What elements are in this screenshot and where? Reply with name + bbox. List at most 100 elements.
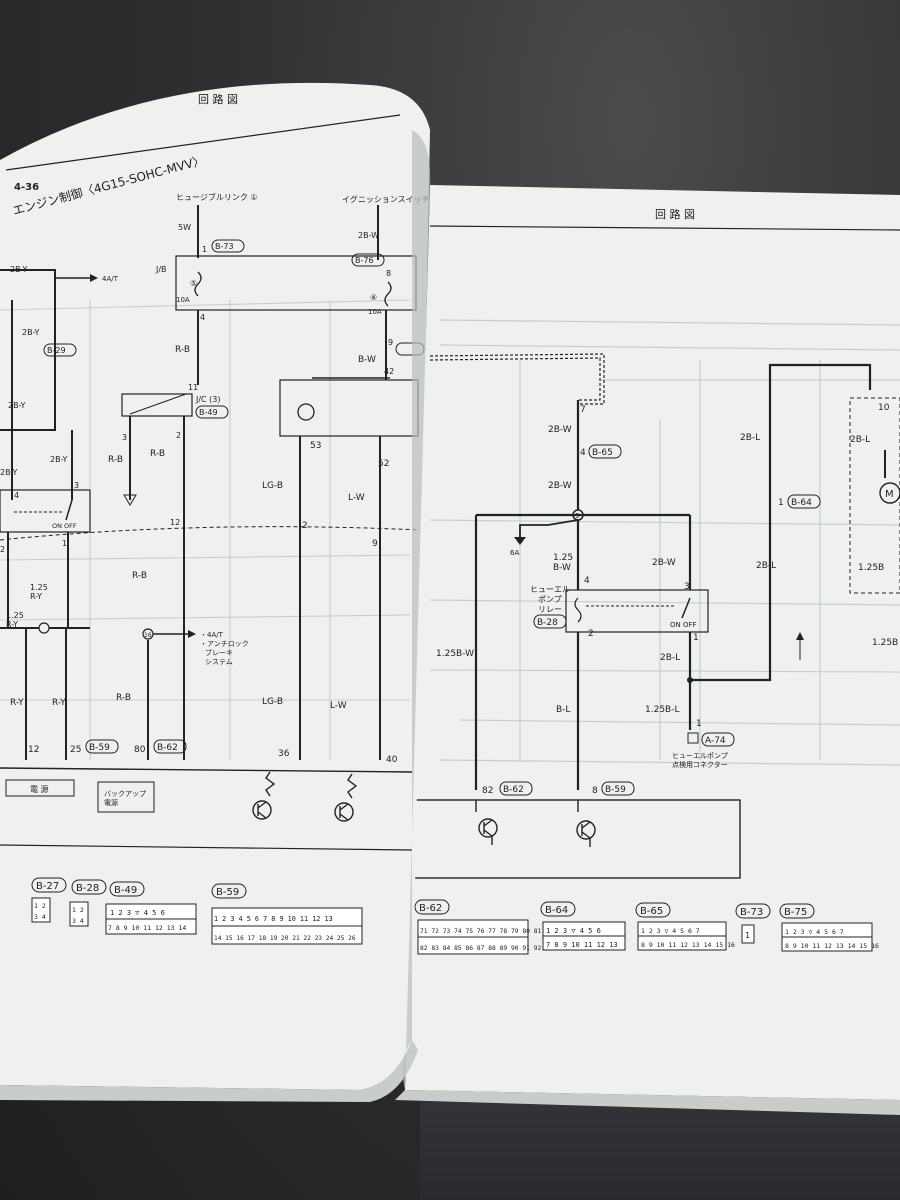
power-box-label: 電 源 [30,785,49,794]
arrow-up-head [796,632,804,640]
svg-text:B-59: B-59 [216,887,239,898]
svg-text:1 2 3 ▽ 4 5 6: 1 2 3 ▽ 4 5 6 [546,927,601,935]
transistor-icon-left-2 [334,773,358,822]
right-header: 回 路 図 [655,208,695,221]
connector-b59-left-label: B-59 [89,743,110,753]
jc-pin-3: 3 [122,433,127,442]
fuse-10a-label-b: 10A [368,308,382,316]
ghost-print-through-left [0,299,411,760]
arrow-down-icon-a [123,494,137,506]
connector-b59-right-label: B-59 [605,785,626,795]
pin-40: 40 [386,755,398,765]
main-relay-box [0,489,91,533]
pin-53: 53 [310,441,321,451]
connector-tag-b73 [211,239,245,253]
connector-b64-label: B-64 [791,498,812,508]
jb-label: J/B [155,265,167,274]
connector-diagram-b65: B-65 1 2 3 ▽ 4 5 6 7 8 9 10 11 12 13 14 … [635,902,735,951]
wire-label-2bl-upper: 2B-L [740,433,760,443]
wire-label-2bw-ign: 2B-W [358,231,379,240]
check-connector-pin-1: 1 [696,719,702,729]
fuse-dashed-loop-outer [429,353,605,405]
branch-label-abs: ・4A/T・アンチロックブレーキシステム [200,631,249,666]
arrow-right-icon-b [188,630,196,638]
fuel-pump-relay-box [565,589,709,633]
connector-b73-label: B-73 [215,242,234,251]
junction-16-label: 16 [144,632,152,639]
fuse-dashed-loop [429,357,601,401]
fuse-number-4: ④ [370,293,377,302]
connector-diagram-b73: B-73 1 [735,903,771,944]
svg-text:82 83 84 85 86 87 88 89 90 91: 82 83 84 85 86 87 88 89 90 91 92 [420,945,542,952]
pin-36: 36 [278,749,290,759]
pin-9-lw: 9 [372,539,378,549]
svg-text:3 4: 3 4 [34,913,46,921]
main-relay-contact [65,499,73,521]
jc-label: J/C (3) [195,395,221,404]
main-relay-pin-3: 3 [74,481,79,490]
wire-label-2bl: 2B-L [660,653,680,663]
relay-label: ヒューエルポンプリレー [530,585,570,614]
harness-dashed-line [0,526,421,541]
svg-text:7 8 9 10 11 12 13 14: 7 8 9 10 11 12 13 14 [108,924,186,932]
ecu-box-left-bottom [0,844,413,851]
left-header-rule [5,114,401,171]
wire-label-bw: B-W [358,355,376,365]
ign-pin-9: 9 [388,338,393,347]
jb-pin-4: 4 [200,313,205,322]
arrow-right-icon [90,274,98,282]
wire-to-pump [690,363,872,682]
junction-ry [38,622,50,634]
svg-text:B-64: B-64 [545,905,568,916]
sensor-icon [297,403,315,421]
connector-tag-b64 [787,494,821,509]
connector-diagram-b27: B-27 1 2 3 4 [31,877,67,923]
transistor-icon-left-1 [252,771,276,820]
wire-label-125bw-left: 1.25B-W [436,649,474,659]
transistor-icon-2 [576,800,596,847]
connector-tag-b62-right [499,781,533,796]
connector-diagram-b49: B-49 1 2 3 ▽ 4 5 6 7 8 9 10 11 12 13 14 [105,881,197,935]
wire-label-rb-branch: R-B [108,455,123,465]
svg-text:71 72 73 74 75 76 77 78 79 80: 71 72 73 74 75 76 77 78 79 80 81 [420,928,542,935]
book-spine-shadow [402,130,431,1090]
wire-label-2bw-mid: 2B-W [548,481,572,491]
svg-text:8 9 10 11 12 13 14 15 16: 8 9 10 11 12 13 14 15 16 [641,941,735,949]
ecu-box-left-top [0,767,413,773]
pin-12-b: 12 [170,518,180,527]
wire-label-2bw-top: 2B-W [548,425,572,435]
svg-text:7 8 9 10 11 12 13: 7 8 9 10 11 12 13 [546,941,618,949]
svg-text:1 2 3 4 5 6 7 8 9 10 11 12 13: 1 2 3 4 5 6 7 8 9 10 11 12 13 [214,915,333,923]
relay-coil [574,597,582,623]
fuel-pump-dashed-box [849,397,900,594]
svg-text:B-28: B-28 [76,883,99,894]
connector-diagram-b64: B-64 1 2 3 ▽ 4 5 6 7 8 9 10 11 12 13 [540,901,626,951]
left-header: 回 路 図 [198,93,238,106]
wire-to-ground [519,519,579,540]
connector-diagram-b75: B-75 1 2 3 ▽ 4 5 6 7 8 9 10 11 12 13 14 … [779,903,879,952]
left-page-paper [0,82,430,1091]
svg-text:B-49: B-49 [114,885,137,896]
svg-text:1 2: 1 2 [72,906,84,914]
wire-label-ry-b: R-Y [52,698,66,708]
ign-pin-8: 8 [386,269,391,278]
wire-label-bl: B-L [556,705,570,715]
connector-tag-b29 [43,343,77,357]
fuel-pump-motor-icon [879,482,900,504]
pin-52: 52 [378,459,389,469]
wire-label-rb-main: R-B [150,449,165,459]
fuse-icon-10a-b [384,281,392,307]
wire-label-125b: 1.25B [858,563,884,573]
svg-text:B-27: B-27 [36,881,59,892]
svg-text:1 2 3 ▽ 4 5 6 7: 1 2 3 ▽ 4 5 6 7 [641,927,700,935]
relay-pin-4: 4 [584,576,590,586]
fuse-number-5: ⑤ [190,279,197,288]
wire-label-2by-b: 2B-Y [50,455,68,464]
wire-label-2by-a: 2B-Y [0,468,18,477]
connector-a74-label: A-74 [705,736,726,746]
relay-pin-2: 2 [588,629,594,639]
fuse-10a-label-a: 10A [176,296,190,304]
svg-text:B-73: B-73 [740,907,763,918]
connector-b49-label: B-49 [199,408,218,417]
pin-10: 10 [878,403,890,413]
